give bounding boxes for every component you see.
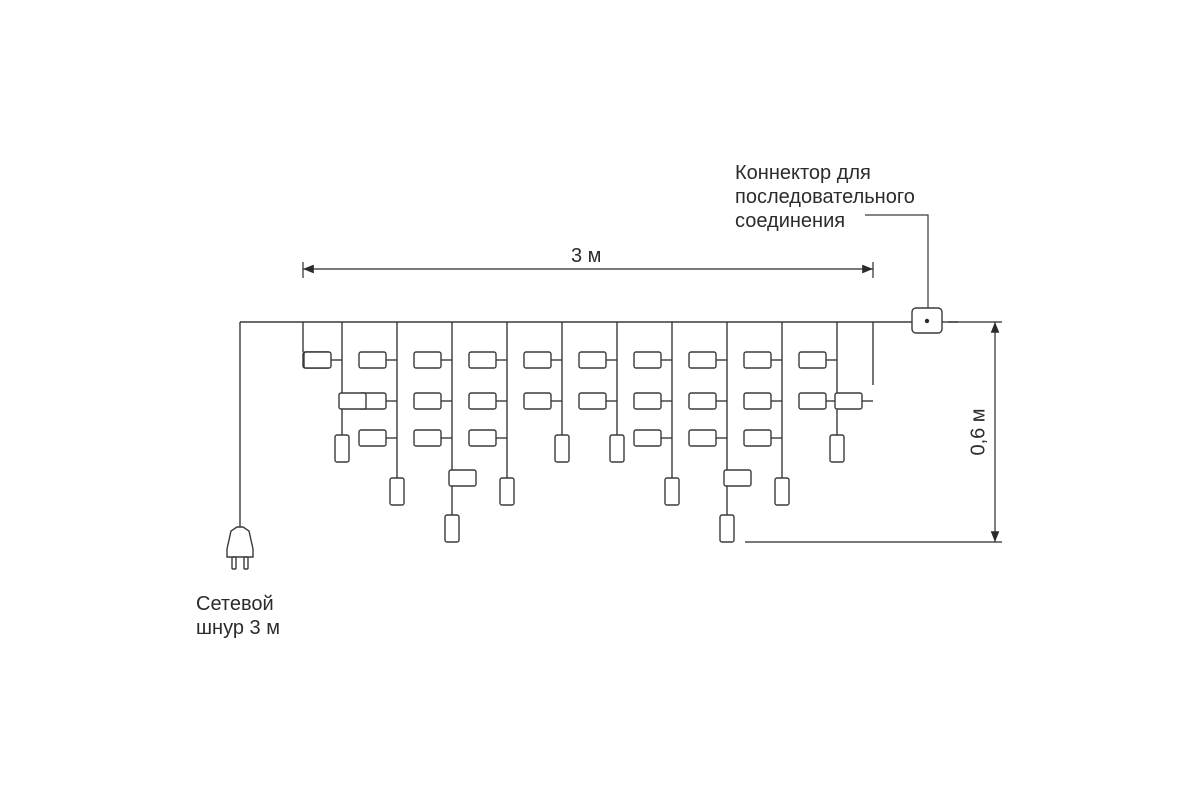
side-bulb [358, 429, 387, 447]
connector-leader [865, 214, 929, 308]
side-bulb [448, 469, 477, 487]
hanging-bulb [609, 434, 625, 463]
hanging-bulb [499, 477, 515, 506]
connector-label-line1: Коннектор для [735, 162, 871, 184]
width-dimension-label: 3 м [571, 245, 602, 267]
side-bulb [578, 392, 607, 410]
side-bulb [468, 392, 497, 410]
side-bulb [798, 392, 827, 410]
side-bulb [743, 351, 772, 369]
hanging-bulb [389, 477, 405, 506]
side-bulb [523, 351, 552, 369]
side-bulb [303, 351, 332, 369]
hanging-bulb [664, 477, 680, 506]
hanging-bulb [829, 434, 845, 463]
power-cord-label: Сетевой шнур 3 м [196, 592, 280, 640]
side-bulb [743, 429, 772, 447]
side-bulb [633, 351, 662, 369]
side-bulb [578, 351, 607, 369]
height-dimension-label: 0,6 м [967, 408, 990, 456]
side-bulb [358, 351, 387, 369]
side-bulb [468, 351, 497, 369]
side-bulb [338, 392, 367, 410]
plug-icon [226, 526, 254, 570]
connector-icon [911, 307, 943, 334]
side-bulb [413, 351, 442, 369]
width-dimension [302, 262, 874, 278]
hanging-bulb [444, 514, 460, 543]
hanging-bulb [774, 477, 790, 506]
side-bulb [834, 392, 863, 410]
hanging-bulb [719, 514, 735, 543]
side-bulb [688, 351, 717, 369]
side-bulb [633, 429, 662, 447]
side-bulb [723, 469, 752, 487]
power-cord-label-line1: Сетевой [196, 593, 274, 615]
connector-label-line3: соединения [735, 210, 846, 232]
wires [239, 321, 958, 527]
side-bulb [413, 429, 442, 447]
side-bulb [743, 392, 772, 410]
side-bulb [633, 392, 662, 410]
side-bulb [798, 351, 827, 369]
power-cord-label-line2: шнур 3 м [196, 617, 280, 639]
hanging-bulb [334, 434, 350, 463]
connector-label-line2: последовательного [735, 186, 915, 208]
connector-label: Коннектор для последовательного соединен… [735, 161, 915, 233]
height-dimension [745, 321, 1002, 543]
bulbs [302, 351, 863, 543]
side-bulb [688, 429, 717, 447]
side-bulb [523, 392, 552, 410]
side-bulb [413, 392, 442, 410]
side-bulb [688, 392, 717, 410]
hanging-bulb [554, 434, 570, 463]
side-bulb [468, 429, 497, 447]
